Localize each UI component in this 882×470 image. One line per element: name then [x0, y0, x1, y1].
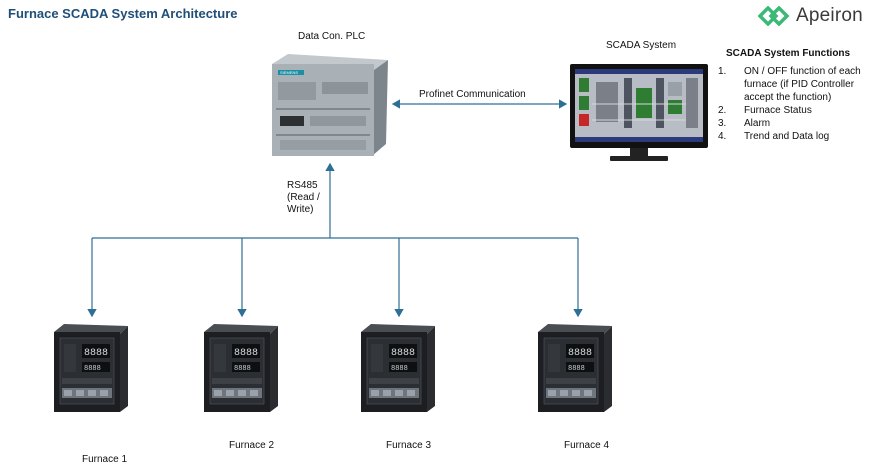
rs485-line-1: RS485: [287, 180, 318, 191]
function-item: 3. Alarm: [718, 117, 882, 130]
svg-text:8888: 8888: [84, 348, 108, 359]
plc-device-icon: SIEMENS: [272, 54, 388, 156]
function-item: 4. Trend and Data log: [718, 130, 882, 143]
rs485-line-3: Write): [287, 204, 314, 215]
logo-text: Apeiron: [796, 5, 863, 26]
rs485-line-2: (Read /: [287, 192, 320, 203]
pid-controller-icon-4: 8888 8888: [538, 324, 612, 412]
profinet-label: Profinet Communication: [419, 89, 526, 100]
svg-text:8888: 8888: [84, 365, 101, 373]
plc-label: Data Con. PLC: [298, 31, 366, 42]
apeiron-logo-icon: [758, 6, 790, 26]
function-number: 2.: [718, 105, 727, 116]
svg-text:8888: 8888: [568, 348, 592, 359]
brand-logo: Apeiron: [758, 4, 878, 28]
furnace-4-label: Furnace 4: [564, 440, 610, 451]
function-item: 2. Furnace Status: [718, 104, 882, 117]
svg-text:8888: 8888: [391, 365, 408, 373]
function-number: 1.: [718, 66, 727, 77]
function-text: ON / OFF function of each furnace (if PI…: [744, 66, 861, 103]
scada-functions-panel: SCADA System Functions 1. ON / OFF funct…: [718, 48, 882, 143]
svg-text:8888: 8888: [234, 348, 258, 359]
scada-label: SCADA System: [606, 40, 677, 51]
svg-text:8888: 8888: [391, 348, 415, 359]
pid-controller-icon-2: 8888 8888: [204, 324, 278, 412]
function-text: Trend and Data log: [744, 131, 830, 142]
pid-controller-icon-1: 8888 8888: [54, 324, 128, 412]
function-number: 3.: [718, 118, 727, 129]
rs485-label: RS485 (Read / Write): [287, 180, 320, 216]
function-item: 1. ON / OFF function of each furnace (if…: [718, 65, 882, 104]
function-number: 4.: [718, 131, 727, 142]
functions-list: 1. ON / OFF function of each furnace (if…: [718, 65, 882, 143]
svg-text:8888: 8888: [568, 365, 585, 373]
page-title: Furnace SCADA System Architecture: [8, 6, 238, 21]
furnace-2-label: Furnace 2: [229, 440, 275, 451]
pid-controller-icon-3: 8888 8888: [361, 324, 435, 412]
furnace-3-label: Furnace 3: [386, 440, 432, 451]
function-text: Alarm: [744, 118, 771, 129]
svg-text:8888: 8888: [234, 365, 251, 373]
function-text: Furnace Status: [744, 105, 812, 116]
functions-heading: SCADA System Functions: [726, 48, 851, 59]
scada-monitor-icon: [570, 64, 708, 161]
furnace-1-label: Furnace 1: [82, 454, 128, 465]
plc-brand: SIEMENS: [280, 70, 298, 75]
